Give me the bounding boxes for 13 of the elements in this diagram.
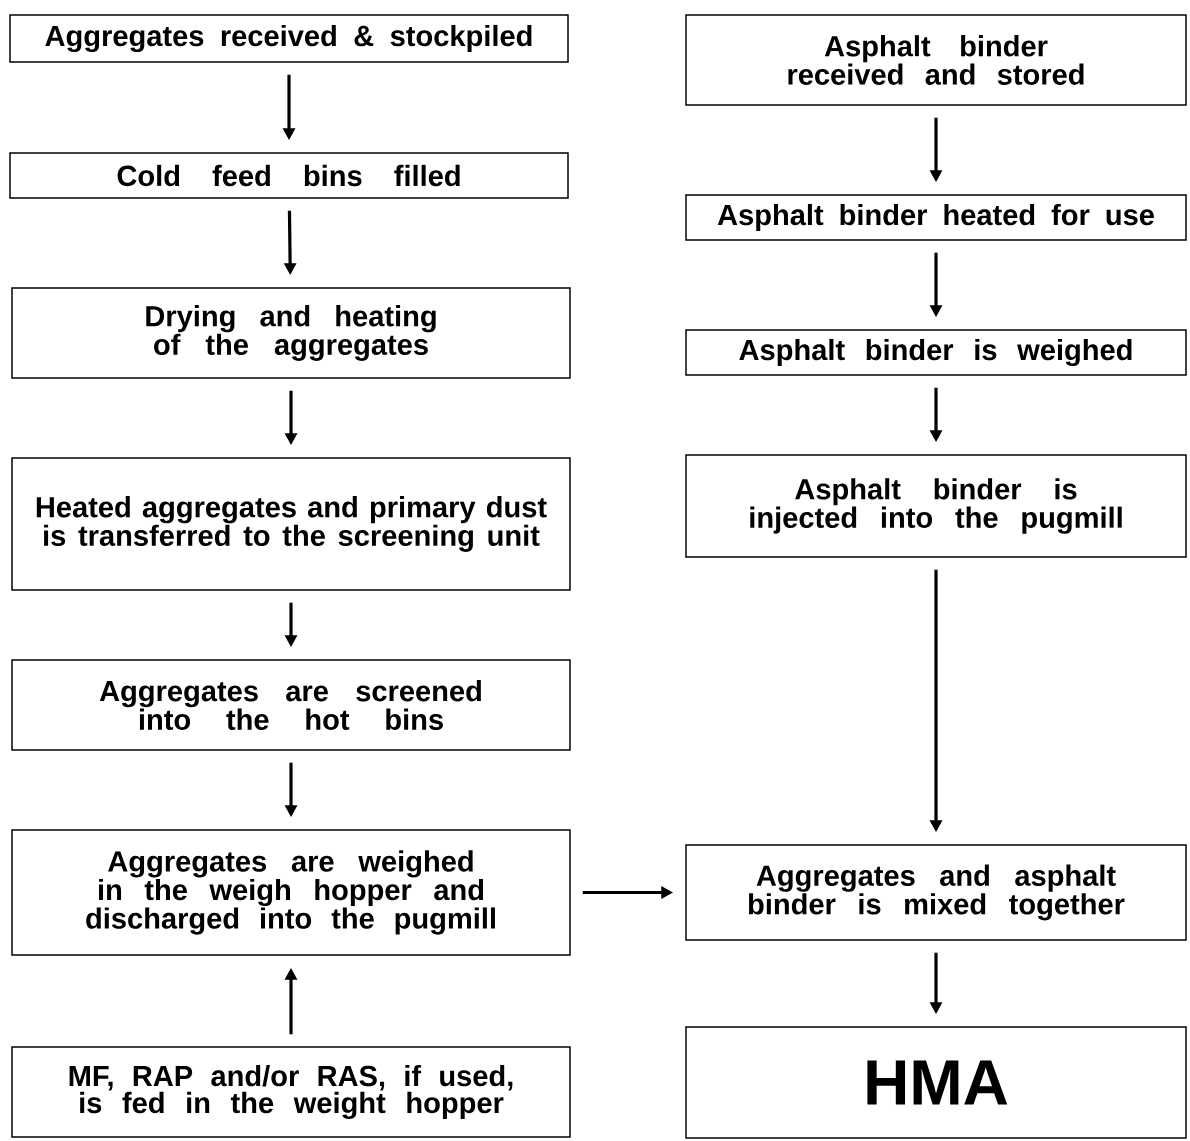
process-box: Aggregates are screened into the hot bins bbox=[11, 659, 571, 751]
process-box: HMA bbox=[685, 1026, 1187, 1139]
process-box: Heated aggregates and primary dust is transferred to the screening unit bbox=[11, 457, 571, 591]
process-box: Aggregates received & stockpiled bbox=[9, 14, 569, 63]
process-box: Cold feed bins filled bbox=[9, 152, 569, 199]
process-box: Aggregates are weighed in the weigh hopper and discharged into the pugmill bbox=[11, 829, 571, 956]
process-box: Asphalt binder received and stored bbox=[685, 14, 1187, 106]
process-box: Drying and heating of the aggregates bbox=[11, 287, 571, 379]
process-box: Asphalt binder is injected into the pugmill bbox=[685, 454, 1187, 558]
process-box: MF, RAP and/or RAS, if used, is fed in the weight hopper bbox=[11, 1046, 571, 1138]
process-box: Asphalt binder heated for use bbox=[685, 194, 1187, 241]
process-box: Asphalt binder is weighed bbox=[685, 329, 1187, 376]
process-box: Aggregates and asphalt binder is mixed together bbox=[685, 844, 1187, 941]
